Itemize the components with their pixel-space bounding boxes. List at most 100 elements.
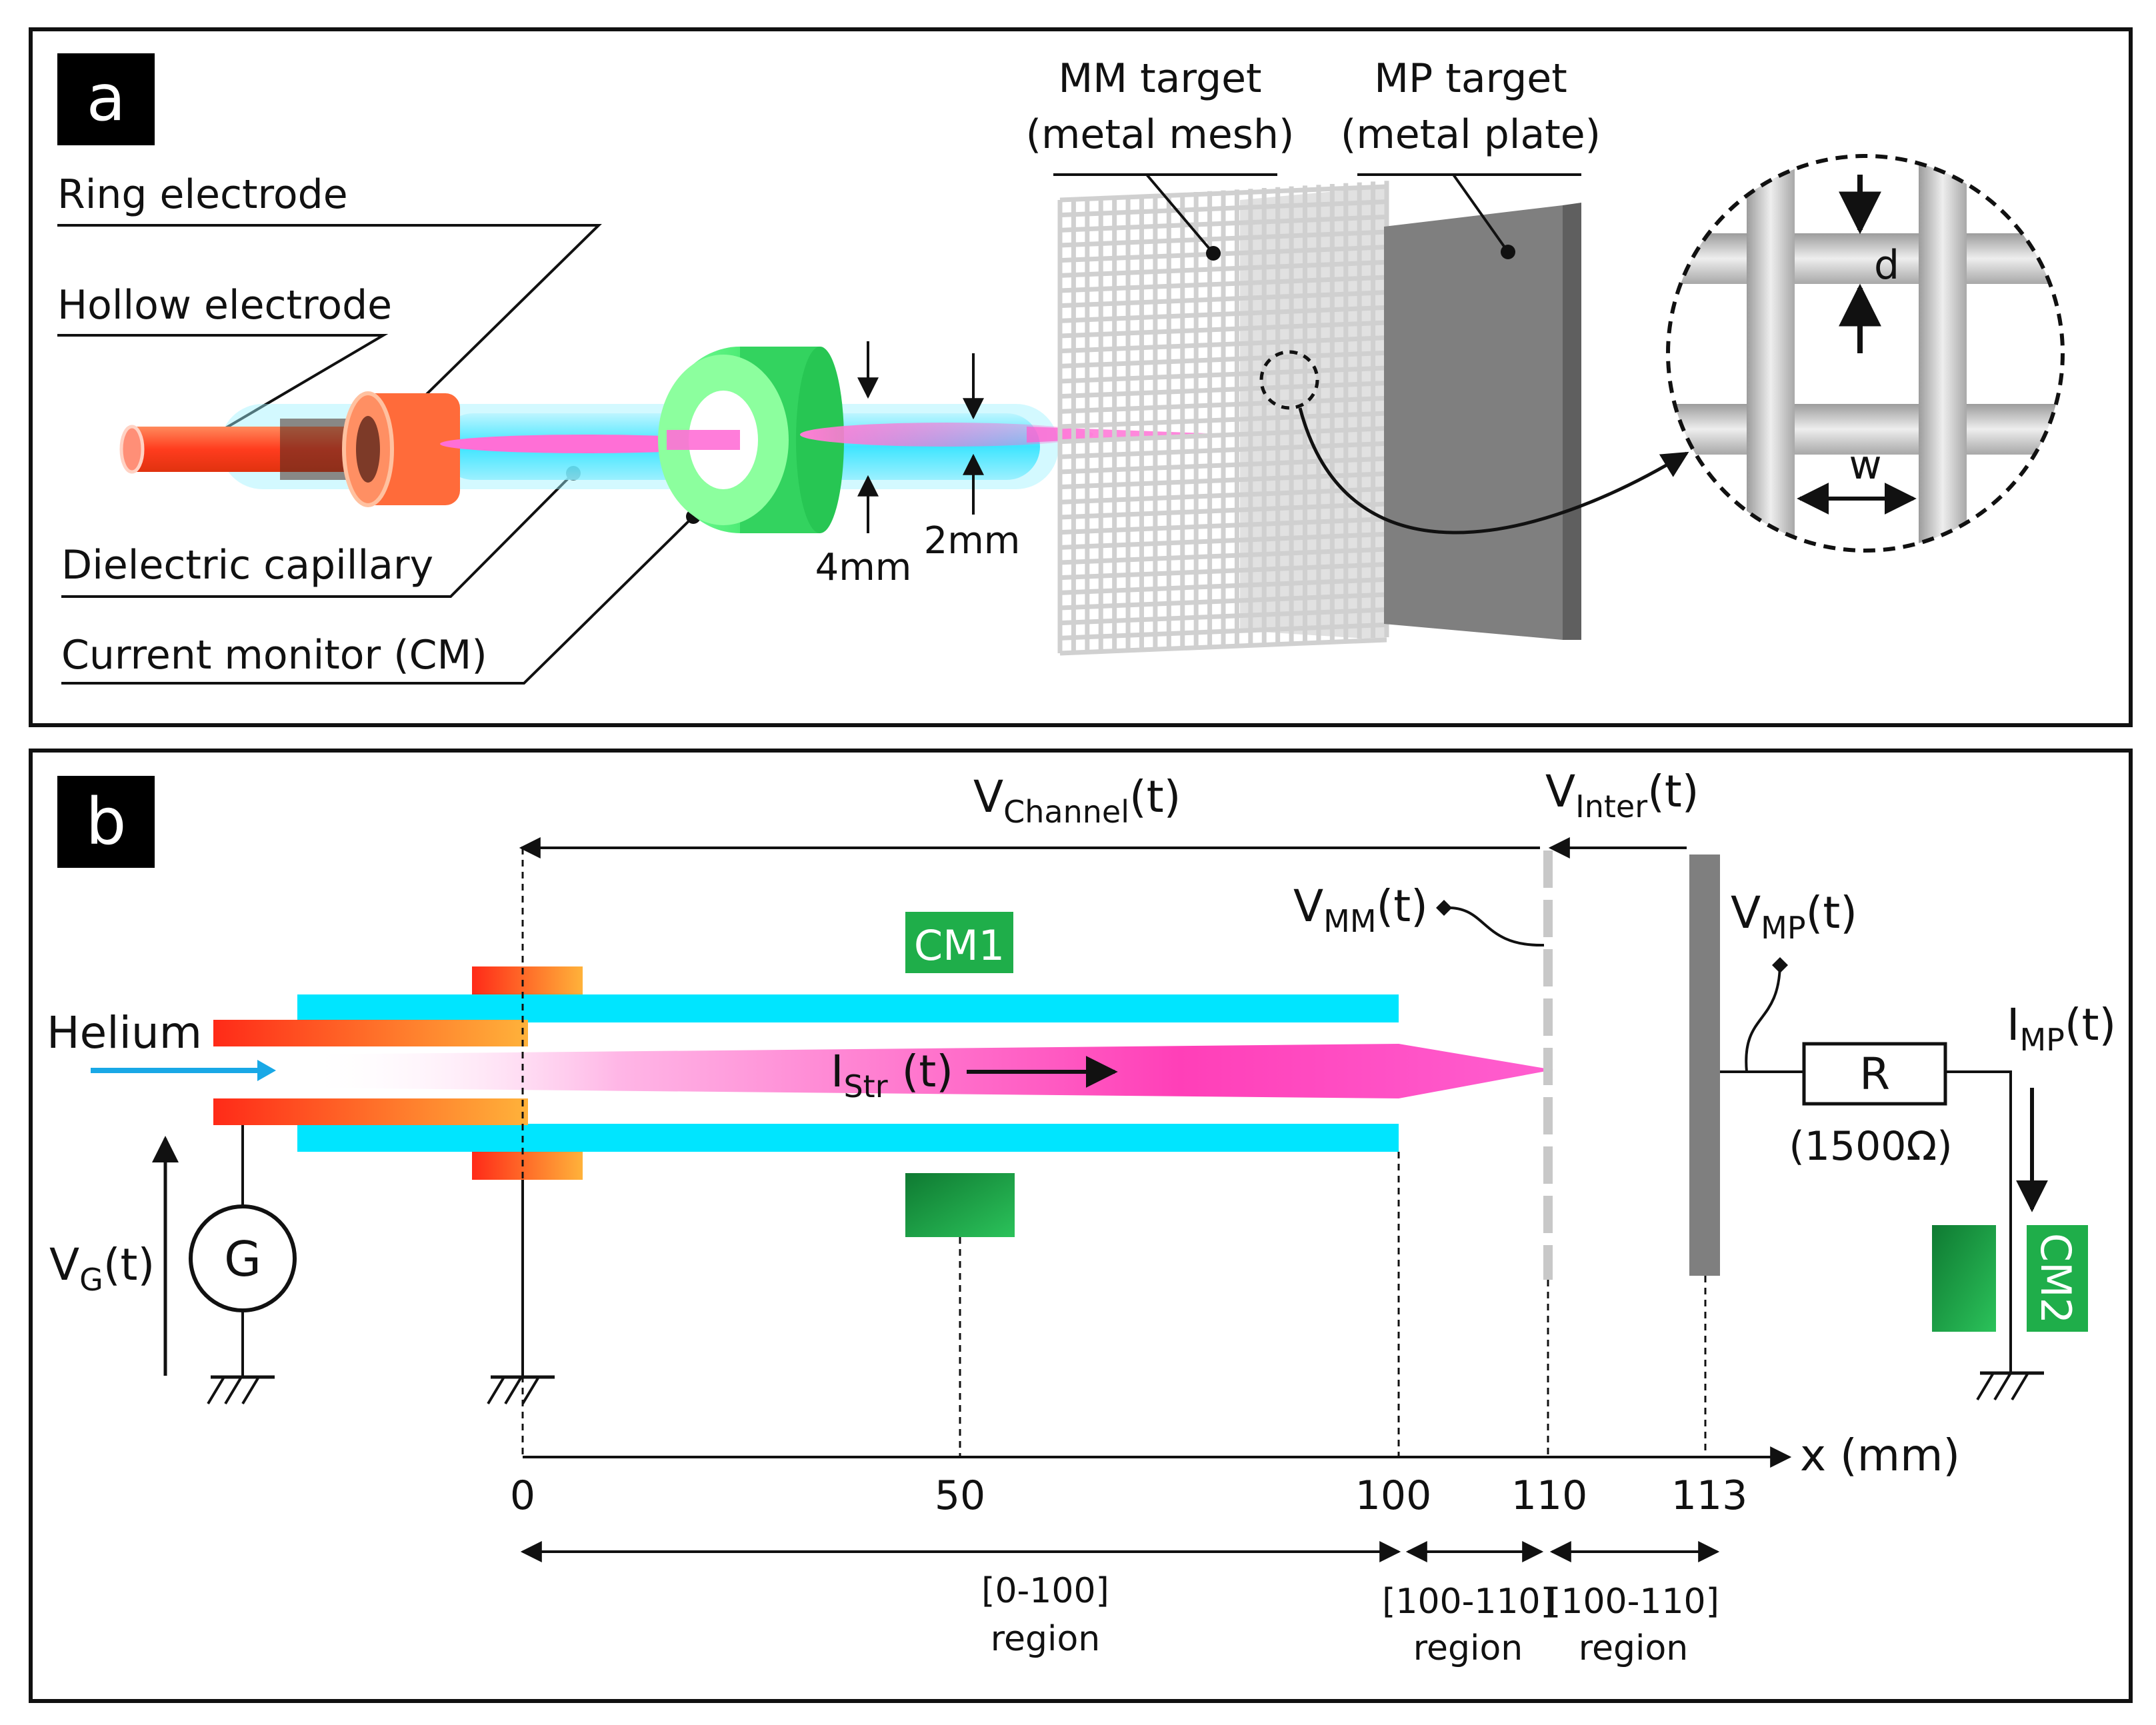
mesh-wire-horizontal xyxy=(1059,199,1387,218)
mesh-wire-horizontal xyxy=(1059,335,1387,354)
v-inter-label: VInter(t) xyxy=(1545,766,1699,825)
mesh-wire-horizontal xyxy=(1059,592,1387,611)
ring-electrode-leader xyxy=(57,224,602,403)
resistance-label: (1500Ω) xyxy=(1789,1123,1952,1170)
hollow-electrode-end xyxy=(119,425,145,474)
svg-text:a: a xyxy=(87,61,126,135)
panel-a-tag: a xyxy=(57,53,155,145)
tick-110: 110 xyxy=(1511,1472,1588,1519)
plate-target-b xyxy=(1689,855,1720,1276)
mesh-wire-horizontal xyxy=(1059,381,1387,399)
tick-100: 100 xyxy=(1355,1472,1432,1519)
mesh-wire-horizontal xyxy=(1059,411,1387,429)
ground-symbol-generator xyxy=(207,1375,275,1405)
region-2-line2: region xyxy=(1413,1628,1523,1668)
mm-target-label-2: (metal mesh) xyxy=(1026,111,1295,158)
plasma-streamer xyxy=(307,1044,1553,1098)
metal-plate-target xyxy=(1384,205,1563,640)
v-channel-label: VChannel(t) xyxy=(973,771,1181,830)
cm1-block xyxy=(905,1173,1015,1237)
tick-113: 113 xyxy=(1671,1472,1748,1519)
svg-text:4mm: 4mm xyxy=(815,546,912,589)
mesh-wire-horizontal xyxy=(1059,305,1387,323)
mesh-wire-horizontal xyxy=(1059,426,1387,445)
plasma-plume-a xyxy=(800,423,1093,447)
mp-target-label-2: (metal plate) xyxy=(1341,111,1601,158)
svg-text:2mm: 2mm xyxy=(924,519,1021,563)
metal-mesh-target xyxy=(1057,181,1389,656)
capillary-top xyxy=(297,994,1399,1022)
mesh-wire-horizontal xyxy=(1059,562,1387,581)
mesh-wire-horizontal xyxy=(1059,456,1387,475)
mesh-wire-horizontal xyxy=(1059,531,1387,550)
mesh-wire-horizontal xyxy=(1059,259,1387,278)
hollow-electrode-bottom xyxy=(213,1098,528,1125)
region-1-line2: region xyxy=(991,1619,1100,1659)
inset-w-label: w xyxy=(1849,442,1881,489)
ground-symbol-ring xyxy=(487,1375,555,1405)
mesh-wire-horizontal xyxy=(1059,350,1387,369)
mesh-wire-horizontal xyxy=(1059,517,1387,535)
region-1-line1: [0-100] xyxy=(981,1571,1109,1611)
cm2-label-box: CM2 xyxy=(2027,1225,2088,1332)
v-mp-probe xyxy=(1745,964,1781,1072)
dimension-4mm: 4mm xyxy=(815,341,912,589)
dielectric-capillary-leader xyxy=(61,472,575,598)
panel-b-tag: b xyxy=(57,776,155,868)
zoom-arrow xyxy=(1298,407,1689,535)
cm2-block xyxy=(1932,1225,1996,1332)
hollow-electrode-label: Hollow electrode xyxy=(57,282,392,329)
mesh-wire-horizontal xyxy=(1059,229,1387,248)
x-axis-label: x (mm) xyxy=(1800,1430,1960,1481)
ring-electrode-label: Ring electrode xyxy=(57,171,348,218)
mesh-wire-horizontal xyxy=(1059,501,1387,520)
cm1-label-box: CM1 xyxy=(905,912,1013,973)
mesh-wire-horizontal xyxy=(1059,214,1387,233)
mesh-wire-horizontal xyxy=(1059,245,1387,263)
mesh-wire-horizontal xyxy=(1059,547,1387,565)
svg-text:CM2: CM2 xyxy=(2031,1233,2080,1324)
mp-target-label-1: MP target xyxy=(1374,55,1567,102)
ring-electrode-bottom xyxy=(472,1152,583,1180)
svg-text:CM1: CM1 xyxy=(914,921,1005,970)
mesh-wire-horizontal xyxy=(1059,184,1387,203)
mm-target-leader xyxy=(1145,173,1215,255)
mesh-zoom-marker xyxy=(1259,350,1319,410)
hollow-electrode-top xyxy=(213,1020,528,1046)
mesh-wire-horizontal xyxy=(1059,607,1387,626)
ring-electrode-top xyxy=(472,966,583,994)
mesh-wire-horizontal xyxy=(1059,486,1387,505)
v-mp-label: VMP(t) xyxy=(1731,887,1857,946)
generator-label: G xyxy=(224,1231,261,1287)
mesh-wire-horizontal xyxy=(1059,365,1387,384)
mp-target-leader xyxy=(1452,173,1509,253)
mesh-wire-horizontal xyxy=(1059,637,1387,656)
region-2-line1: [100-110] xyxy=(1382,1582,1554,1622)
mesh-wire-horizontal xyxy=(1059,577,1387,595)
region-3-line1: [100-110] xyxy=(1547,1582,1719,1622)
hollow-electrode-leader xyxy=(57,334,389,443)
mesh-wire-horizontal xyxy=(1059,622,1387,641)
mesh-wire-horizontal xyxy=(1059,395,1387,414)
mesh-wire-horizontal xyxy=(1059,441,1387,459)
v-mm-probe xyxy=(1443,906,1545,947)
capillary-bottom xyxy=(297,1124,1399,1152)
resistor xyxy=(1802,1042,1947,1106)
resistor-label: R xyxy=(1859,1048,1890,1100)
panel-b-frame xyxy=(29,749,2133,1703)
svg-text:b: b xyxy=(86,785,127,859)
dielectric-capillary-label: Dielectric capillary xyxy=(61,542,433,589)
i-mp-label: IMP(t) xyxy=(2007,999,2116,1058)
inset-d-label: d xyxy=(1874,242,1899,289)
current-monitor-leader xyxy=(61,515,695,685)
v-mm-label: VMM(t) xyxy=(1293,880,1428,939)
helium-inlet: Helium xyxy=(47,1007,276,1081)
ground-symbol-right xyxy=(1976,1371,2044,1401)
mesh-wire-horizontal xyxy=(1059,320,1387,339)
dimension-2mm: 2mm xyxy=(924,353,1021,563)
tick-0: 0 xyxy=(510,1472,535,1519)
mesh-wire-horizontal xyxy=(1059,275,1387,293)
jet-device-3d xyxy=(119,347,1207,533)
mesh-inset: d w xyxy=(1666,154,2065,553)
current-monitor-label: Current monitor (CM) xyxy=(61,632,487,679)
